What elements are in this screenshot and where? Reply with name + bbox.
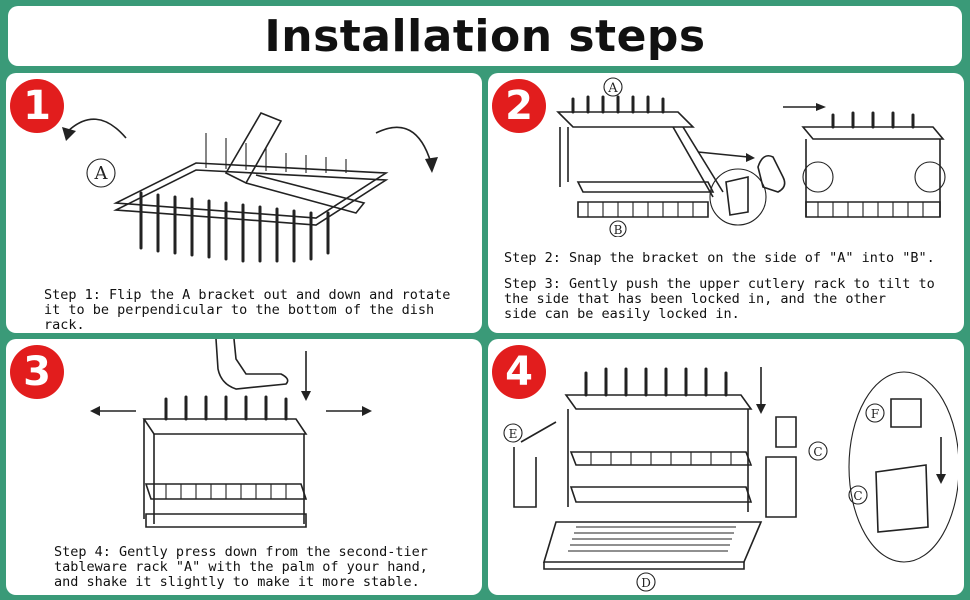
- step-1-badge: 1: [10, 79, 64, 133]
- label-b: B: [614, 223, 623, 237]
- step-2-badge: 2: [492, 79, 546, 133]
- label-c: C: [813, 445, 822, 459]
- label-a: A: [94, 163, 109, 184]
- label-f: F: [871, 407, 879, 421]
- page-title: Installation steps: [264, 10, 706, 62]
- step-1-panel: 1 A Step 1: Flip the A bracket out and d…: [6, 73, 482, 333]
- step-1-illustration: A: [62, 112, 438, 263]
- step-1-caption: Step 1: Flip the A bracket out and down …: [44, 287, 451, 333]
- label-a: A: [607, 81, 618, 96]
- step-2-illustration: A B: [556, 77, 946, 237]
- hand-icon: [757, 154, 786, 193]
- step-2-panel: 2 A B: [488, 73, 964, 333]
- step-3-illustration: [90, 339, 372, 528]
- step-3-panel: 3 Step 4: Gently press down from the sec…: [6, 339, 482, 595]
- step-2-caption: Step 2: Snap the bracket on the side of …: [504, 250, 935, 266]
- step-4-caption: Step 4: Gently press down from the secon…: [54, 544, 428, 590]
- step-4-illustration: E C F C: [503, 367, 958, 592]
- hand-icon: [215, 339, 289, 390]
- step-4-badge: 4: [492, 345, 546, 399]
- rotate-arrow-icon: [425, 157, 438, 173]
- title-bar: Installation steps: [8, 6, 962, 66]
- rotate-arrow-icon: [62, 127, 76, 141]
- step-4-panel: 4 E C F C: [488, 339, 964, 595]
- label-c2: C: [853, 489, 862, 503]
- step-3-badge: 3: [10, 345, 64, 399]
- label-d: D: [641, 576, 651, 590]
- step-3-caption: Step 3: Gently push the upper cutlery ra…: [504, 276, 935, 322]
- label-e: E: [509, 427, 518, 441]
